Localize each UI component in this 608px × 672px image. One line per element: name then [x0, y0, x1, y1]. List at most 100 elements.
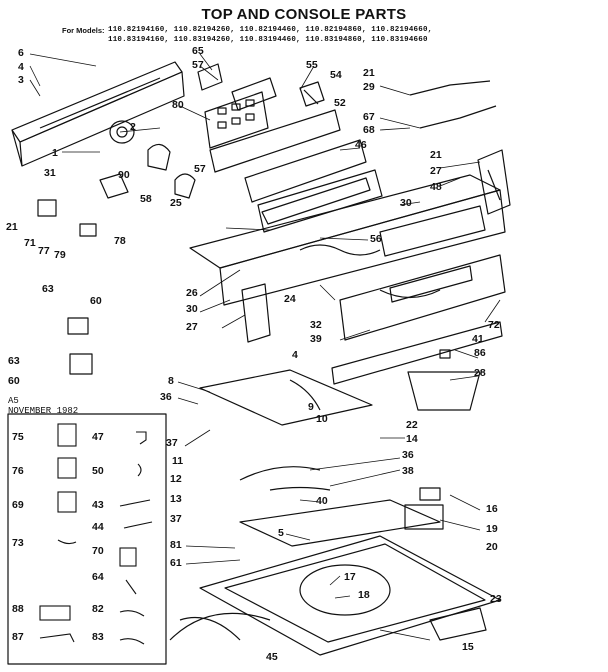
- end-cap-left: [241, 283, 271, 343]
- callout: 40: [316, 495, 328, 507]
- revision-code: A5: [8, 396, 19, 406]
- callout: 25: [170, 197, 182, 209]
- callout: 4: [292, 349, 298, 361]
- model-numbers-line-1: 110.82194160, 110.82194260, 110.82194460…: [108, 26, 433, 34]
- callout: 72: [488, 319, 500, 331]
- callout: 11: [172, 455, 184, 467]
- callout: 54: [330, 69, 342, 81]
- callout: 36: [160, 391, 172, 403]
- ribbon-connector: [299, 81, 325, 107]
- callout: 4: [18, 61, 24, 73]
- callout: 90: [118, 169, 130, 181]
- callout: 27: [430, 165, 442, 177]
- inset-callout: 69: [12, 499, 24, 511]
- callout: 21: [430, 149, 442, 161]
- callout: 39: [310, 333, 322, 345]
- callout: 30: [400, 197, 412, 209]
- callout: 86: [474, 347, 486, 359]
- callout: 32: [310, 319, 322, 331]
- console-front: [209, 109, 383, 233]
- revision-date: NOVEMBER 1982: [8, 406, 79, 416]
- bottom-harness: [169, 466, 331, 641]
- callout: 18: [358, 589, 370, 601]
- callout: 65: [192, 45, 204, 57]
- callout: 63: [42, 283, 54, 295]
- timer-assembly: [109, 120, 196, 199]
- callout: 55: [306, 59, 318, 71]
- end-cap-right: [477, 149, 511, 215]
- top-lid: [199, 369, 501, 656]
- callout: 57: [192, 59, 204, 71]
- inset-callout: 87: [12, 631, 24, 643]
- callout: 17: [344, 571, 356, 583]
- callout: 58: [140, 193, 152, 205]
- callout: 3: [18, 74, 24, 86]
- inset-callout: 76: [12, 465, 24, 477]
- callout: 12: [170, 473, 182, 485]
- callout: 15: [462, 641, 474, 653]
- inset-callout: 88: [12, 603, 24, 615]
- callout: 67: [363, 111, 375, 123]
- callout: 28: [474, 367, 486, 379]
- callout: 60: [90, 295, 102, 307]
- callout: 80: [172, 99, 184, 111]
- inset-callout: 47: [92, 431, 104, 443]
- callout: 56: [370, 233, 382, 245]
- inset-callout: 82: [92, 603, 104, 615]
- model-numbers-line-2: 110.83194160, 110.83194260, 110.83194460…: [108, 36, 428, 44]
- callout: 52: [334, 97, 346, 109]
- diagram-title: TOP AND CONSOLE PARTS: [201, 6, 407, 23]
- callout: 2: [130, 121, 136, 133]
- misc-parts: [404, 349, 481, 530]
- callout: 45: [266, 651, 278, 663]
- callout: 8: [168, 375, 174, 387]
- control-board: [197, 63, 277, 149]
- callout: 1: [52, 147, 58, 159]
- inset-callout: 43: [92, 499, 104, 511]
- callout: 60: [8, 375, 20, 387]
- callout: 27: [186, 321, 198, 333]
- callout: 21: [6, 221, 18, 233]
- callout: 37: [170, 513, 182, 525]
- switch-parts: [37, 173, 129, 375]
- callout: 20: [486, 541, 498, 553]
- callout: 14: [406, 433, 418, 445]
- callout: 10: [316, 413, 328, 425]
- callout: 30: [186, 303, 198, 315]
- callout: 61: [170, 557, 182, 569]
- inset-callout: 64: [92, 571, 104, 583]
- callout: 23: [490, 593, 502, 605]
- callout: 41: [472, 333, 484, 345]
- callout: 46: [355, 139, 367, 151]
- inset-callout: 83: [92, 631, 104, 643]
- callout: 16: [486, 503, 498, 515]
- inset-callout: 73: [12, 537, 24, 549]
- inset-callout: 50: [92, 465, 104, 477]
- inset-callout: 75: [12, 431, 24, 443]
- inset-callout: 70: [92, 545, 104, 557]
- inset-box: [7, 413, 167, 665]
- callout: 6: [18, 47, 24, 59]
- callout: 79: [54, 249, 66, 261]
- callout: 77: [38, 245, 50, 257]
- console-body: [189, 174, 506, 385]
- models-label: For Models:: [62, 26, 105, 35]
- callout: 19: [486, 523, 498, 535]
- callout: 63: [8, 355, 20, 367]
- callout: 26: [186, 287, 198, 299]
- callout: 78: [114, 235, 126, 247]
- leader-lines: [29, 53, 501, 641]
- callout: 29: [363, 81, 375, 93]
- callout: 37: [166, 437, 178, 449]
- callout: 13: [170, 493, 182, 505]
- callout: 9: [308, 401, 314, 413]
- inset-callout: 44: [92, 521, 104, 533]
- callout: 24: [284, 293, 296, 305]
- callout: 21: [363, 67, 375, 79]
- callout: 31: [44, 167, 56, 179]
- callout: 68: [363, 124, 375, 136]
- callout: 5: [278, 527, 284, 539]
